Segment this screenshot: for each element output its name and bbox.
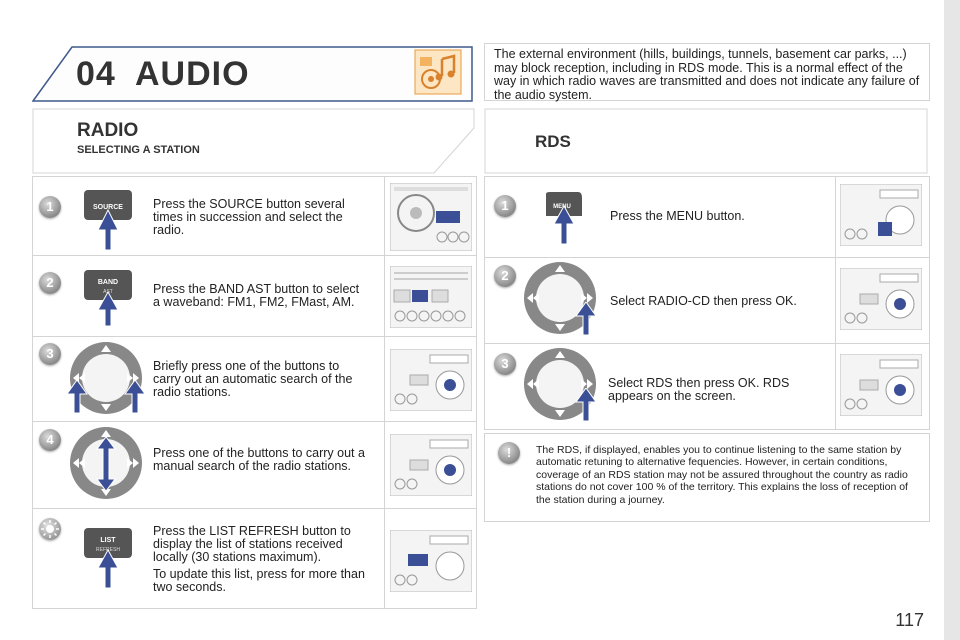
direction-pad-ok xyxy=(522,346,598,427)
list-button-label: LIST xyxy=(100,537,116,544)
radio-step-1-text: Press the SOURCE button several times in… xyxy=(153,197,345,237)
source-button-label: SOURCE xyxy=(93,204,123,211)
step-badge: 4 xyxy=(39,429,61,451)
radio-panel-thumbnail xyxy=(389,348,473,416)
list-refresh-button-graphic: LIST REFRESH xyxy=(82,526,134,595)
row-divider xyxy=(485,257,929,258)
direction-pad-ok xyxy=(522,260,598,341)
step-badge: 2 xyxy=(494,265,516,287)
rds-step-3-text: Select RDS then press OK. RDS appears on… xyxy=(608,376,790,403)
right-press-arrow-icon xyxy=(124,380,146,414)
radio-step-5-text2: To update this list, press for more than… xyxy=(153,567,365,594)
step-badge: 1 xyxy=(494,195,516,217)
thumb-column-divider xyxy=(384,177,385,608)
page-edge-strip xyxy=(944,0,960,640)
header-frame xyxy=(32,46,473,102)
radio-panel-thumbnail xyxy=(839,353,923,421)
page-number: 117 xyxy=(895,610,924,630)
radio-panel-thumbnail xyxy=(389,182,473,256)
radio-step-3-text: Briefly press one of the buttons to carr… xyxy=(153,359,353,399)
radio-panel-thumbnail xyxy=(389,433,473,501)
chapter-title: AUDIO xyxy=(135,55,250,93)
row-divider xyxy=(485,343,929,344)
row-divider xyxy=(33,508,476,509)
row-divider xyxy=(33,421,476,422)
chapter-header: 04 AUDIO xyxy=(32,45,474,102)
intro-text: The external environment (hills, buildin… xyxy=(494,47,920,102)
radio-title-box: RADIO SELECTING A STATION xyxy=(32,108,475,174)
step-badge: 3 xyxy=(39,343,61,365)
band-ast-button-graphic: BAND AST xyxy=(82,268,134,333)
rds-note-box xyxy=(484,433,930,522)
radio-step-4-text: Press one of the buttons to carry out a … xyxy=(153,446,365,473)
radio-step-2-text: Press the BAND AST button to select a wa… xyxy=(153,282,360,309)
row-divider xyxy=(33,336,476,337)
chapter-number: 04 xyxy=(76,55,116,93)
step-badge: 2 xyxy=(39,272,61,294)
press-arrow-icon xyxy=(575,302,597,336)
audio-music-icon xyxy=(414,49,462,95)
radio-title: RADIO xyxy=(77,120,139,141)
radio-panel-thumbnail xyxy=(839,267,923,335)
warning-icon: ! xyxy=(498,442,520,464)
direction-pad-manual-search xyxy=(68,425,144,506)
rds-title-box: RDS xyxy=(484,108,928,174)
thumb-column-divider xyxy=(835,177,836,429)
row-divider xyxy=(33,255,476,256)
rds-note-text: The RDS, if displayed, enables you to co… xyxy=(536,444,908,506)
radio-title-frame xyxy=(32,108,475,174)
radio-panel-thumbnail xyxy=(389,265,473,333)
sun-icon xyxy=(39,518,61,540)
radio-panel-thumbnail xyxy=(389,529,473,597)
radio-step-5-text: Press the LIST REFRESH button to display… xyxy=(153,524,351,564)
rds-step-1-text: Press the MENU button. xyxy=(610,209,745,223)
menu-button-label: MENU xyxy=(553,204,571,210)
up-down-press-arrow-icon xyxy=(96,437,116,491)
menu-button-graphic: MENU xyxy=(544,190,584,251)
rds-title-frame xyxy=(484,108,928,174)
source-button-graphic: SOURCE xyxy=(82,188,134,257)
intro-box: The external environment (hills, buildin… xyxy=(484,43,930,101)
direction-pad-auto-search xyxy=(66,340,146,421)
band-button-label: BAND xyxy=(98,279,118,286)
step-badge: 1 xyxy=(39,196,61,218)
press-arrow-icon xyxy=(575,388,597,422)
radio-panel-thumbnail xyxy=(839,183,923,251)
rds-step-2-text: Select RADIO-CD then press OK. xyxy=(610,294,797,308)
rds-title: RDS xyxy=(535,132,571,151)
radio-subtitle: SELECTING A STATION xyxy=(77,144,200,156)
left-press-arrow-icon xyxy=(66,380,88,414)
step-badge: 3 xyxy=(494,353,516,375)
